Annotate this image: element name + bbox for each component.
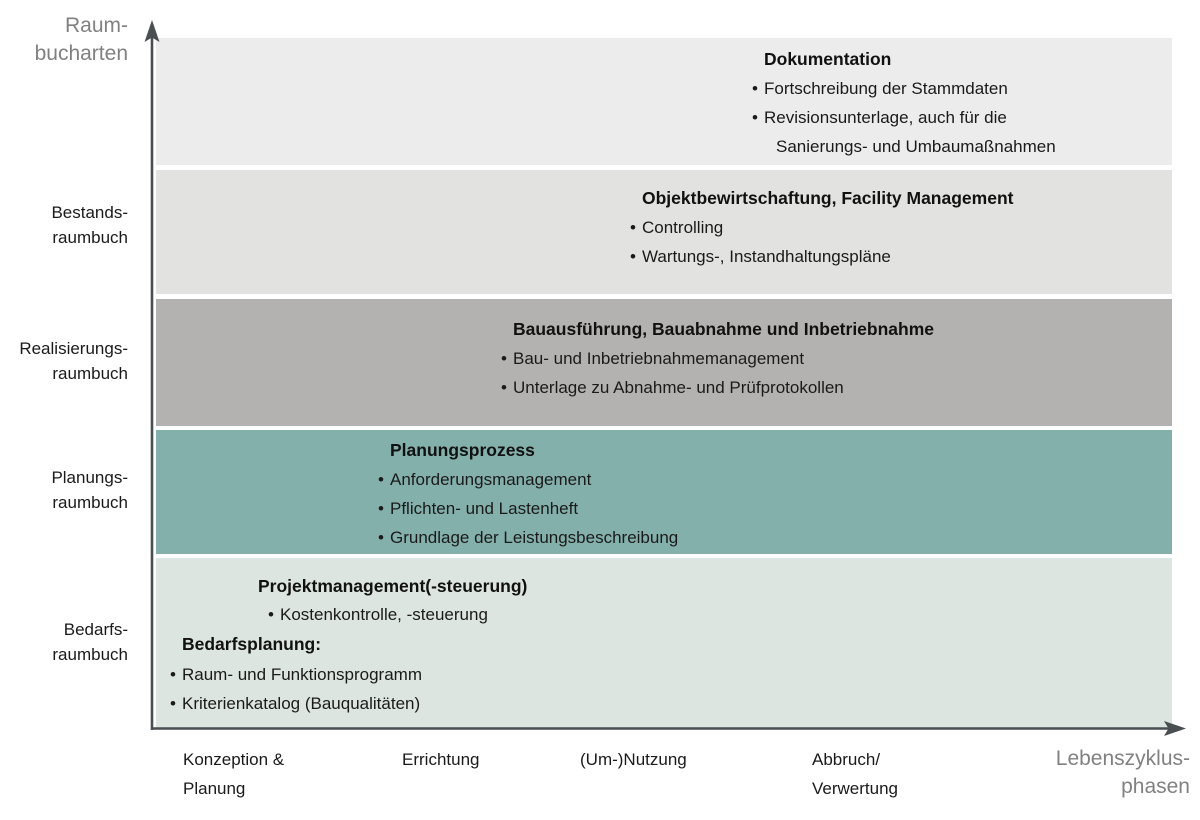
band-items-planungsprozess: Anforderungsmanagement Pflichten- und La… [390,465,678,552]
band-heading-planungsprozess: Planungsprozess [390,440,535,460]
row-label-realisierungsraumbuch: Realisierungs- raumbuch [19,339,128,383]
list-item: Kriterienkatalog (Bauqualitäten) [182,689,422,718]
band-items-dokumentation: Fortschreibung der Stammdaten Revisionsu… [764,74,1056,161]
x-label-um-nutzung: (Um-)Nutzung [580,750,687,769]
y-axis-title: Raum- bucharten [34,14,128,65]
bedarfsplanung-block: Bedarfsplanung: Raum- und Funktionsprogr… [182,632,422,715]
band-bauausfuehrung: Bauausführung, Bauabnahme und Inbetriebn… [156,299,1172,426]
band-items-projektmanagement: Kostenkontrolle, -steuerung [280,600,488,629]
row-label-bestandsraumbuch: Bestands- raumbuch [51,203,128,247]
list-item: Raum- und Funktionsprogramm [182,660,422,689]
list-item: Unterlage zu Abnahme- und Prüfprotokolle… [513,373,844,402]
list-item: Wartungs-, Instandhaltungspläne [642,242,891,271]
band-objektbewirtschaftung: Objektbewirtschaftung, Facility Manageme… [156,170,1172,294]
x-axis-title: Lebenszyklus- phasen [1055,747,1190,798]
band-heading-dokumentation: Dokumentation [764,49,892,69]
band-items-objektbewirtschaftung: Controlling Wartungs-, Instandhaltungspl… [642,213,891,271]
list-item: Fortschreibung der Stammdaten [764,74,1056,103]
band-items-bedarfsplanung: Raum- und Funktionsprogramm Kriterienkat… [182,660,422,718]
row-label-bedarfsraumbuch: Bedarfs- raumbuch [52,620,128,664]
list-item: Revisionsunterlage, auch für die Sanieru… [764,103,1056,161]
band-dokumentation: Dokumentation Fortschreibung der Stammda… [156,38,1172,165]
x-label-konzeption-planung: Konzeption & Planung [183,750,285,798]
band-planungsprozess: Planungsprozess Anforderungsmanagement P… [156,430,1172,554]
list-item: Controlling [642,213,891,242]
row-label-planungsraumbuch: Planungs- raumbuch [51,468,128,512]
band-heading-projektmanagement: Projektmanagement(-steuerung) [258,576,528,596]
x-label-errichtung: Errichtung [402,750,480,769]
band-heading-objektbewirtschaftung: Objektbewirtschaftung, Facility Manageme… [642,188,1014,208]
list-item: Anforderungsmanagement [390,465,678,494]
band-bedarf: Projektmanagement(-steuerung) Kostenkont… [156,558,1172,728]
list-item: Bau- und Inbetriebnahmemanagement [513,344,844,373]
band-heading-bedarfsplanung: Bedarfsplanung: [182,634,322,654]
list-item: Grundlage der Leistungsbeschreibung [390,523,678,552]
list-item: Kostenkontrolle, -steuerung [280,600,488,629]
band-heading-bauausfuehrung: Bauausführung, Bauabnahme und Inbetriebn… [513,319,935,339]
list-item: Pflichten- und Lastenheft [390,494,678,523]
band-items-bauausfuehrung: Bau- und Inbetriebnahmemanagement Unterl… [513,344,844,402]
x-label-abbruch-verwertung: Abbruch/ Verwertung [812,750,898,798]
